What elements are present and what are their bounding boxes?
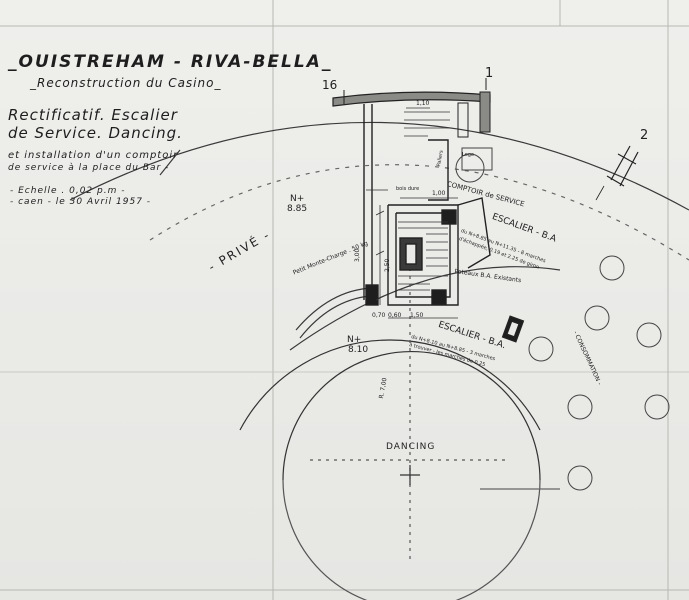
- dancing-circle: [282, 479, 541, 600]
- project-title: _OUISTREHAM - RIVA-BELLA_: [8, 52, 333, 72]
- axis-label-2: 2: [640, 128, 649, 143]
- guide-arc: [149, 164, 689, 261]
- axis-2-line: [610, 145, 631, 181]
- pier: [431, 289, 447, 305]
- dimension-label: 1,50: [410, 312, 424, 319]
- drawing-title: Rectificatif. Escalier: [8, 106, 178, 124]
- inner-arc: [289, 266, 561, 351]
- stair-enclosure-inner: [395, 212, 451, 298]
- ramp-arc: [295, 287, 373, 331]
- column-circle: [567, 465, 593, 491]
- axis-2-line: [619, 151, 639, 187]
- pier: [457, 102, 469, 138]
- dimension-tick: [375, 295, 385, 301]
- dancing-outer-arc: [239, 339, 541, 431]
- drawing-note: et installation d'un comptoir: [8, 150, 179, 161]
- level-upper-label: N+: [290, 194, 305, 204]
- level-lower-label: N+: [347, 335, 362, 345]
- dimension-label: 1,10: [416, 100, 430, 107]
- column-circle: [584, 305, 610, 331]
- dimension-tick: [375, 250, 385, 256]
- corner-pier: [479, 91, 491, 133]
- pier: [441, 209, 457, 225]
- date-note: - caen - le 30 Avril 1957 -: [10, 197, 152, 207]
- outer-arc: [69, 121, 689, 211]
- pier: [365, 284, 379, 306]
- axis-2-line: [606, 175, 625, 187]
- dimension-tick: [375, 210, 385, 216]
- loge-label: Loge: [462, 152, 475, 158]
- scale-note: - Echelle . 0,02 p.m -: [10, 186, 126, 196]
- axis-2-line: [595, 185, 605, 201]
- wall-line: [457, 197, 491, 269]
- ramp-arc: [299, 295, 371, 339]
- drawing-note-2: de service à la place du Bar -: [8, 163, 170, 173]
- drawing-title-2: de Service. Dancing.: [8, 124, 183, 142]
- level-lower-value: 8.10: [348, 345, 369, 355]
- axis-label-16: 16: [322, 78, 338, 92]
- dimension-label: 2,50: [384, 258, 391, 272]
- dimension-label: 3,00: [354, 248, 361, 262]
- level-upper-value: 8.85: [287, 204, 308, 214]
- column-circle: [599, 255, 625, 281]
- dancing-circle: [282, 350, 541, 481]
- column-circle: [644, 394, 670, 420]
- counter-circle: [455, 153, 485, 183]
- pier: [505, 320, 521, 338]
- column-circle: [567, 394, 593, 420]
- wall-line: [428, 139, 449, 201]
- project-subtitle: _Reconstruction du Casino_: [30, 76, 222, 90]
- axis-2-line: [617, 153, 637, 165]
- top-wall: [332, 91, 491, 107]
- lift-shaft: [405, 243, 417, 265]
- dancing-label: DANCING: [386, 442, 436, 452]
- stair-enclosure: [387, 204, 459, 306]
- counter-box: [461, 147, 493, 171]
- column-circle: [636, 322, 662, 348]
- dimension-label: 1,00: [432, 190, 446, 197]
- leader-line: [159, 149, 181, 176]
- column-circle: [528, 336, 554, 362]
- dimension-label: 0,70: [372, 312, 386, 319]
- axis-label-1: 1: [485, 66, 494, 81]
- dimension-label: 0,60: [388, 312, 402, 319]
- bois-dure-label: bois dure: [396, 186, 420, 192]
